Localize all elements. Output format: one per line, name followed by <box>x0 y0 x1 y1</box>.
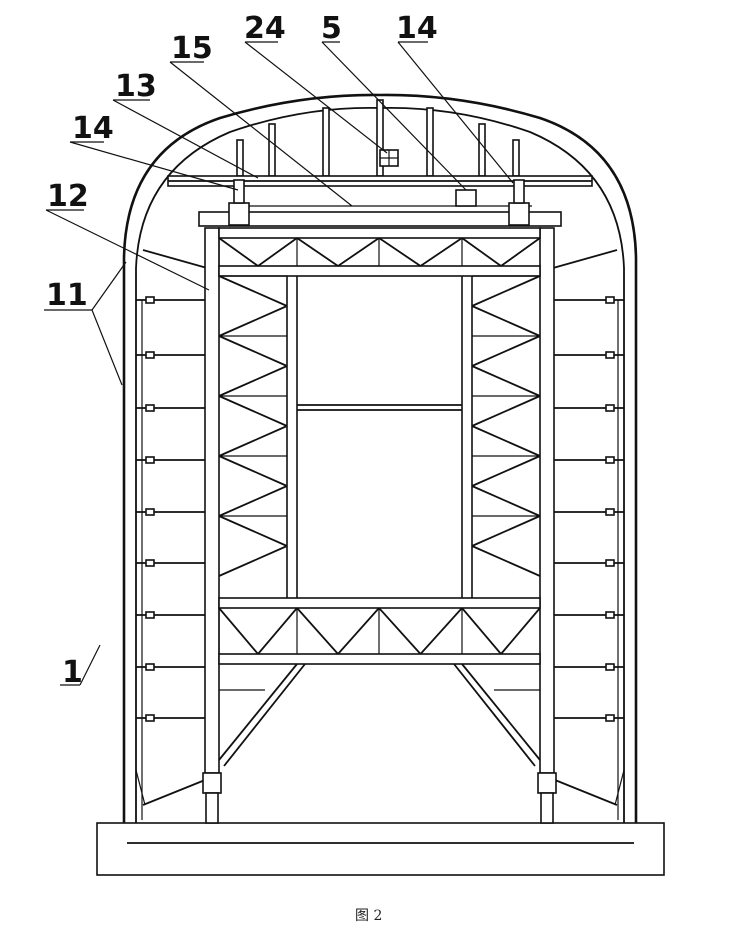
left-rib-node <box>145 508 155 516</box>
top-platform <box>198 205 562 227</box>
top-beam <box>167 175 593 187</box>
lower-truss-diagonal <box>218 607 259 655</box>
truss-bracing <box>218 237 541 767</box>
left-rib-node <box>145 456 155 464</box>
right-rib-node <box>605 559 615 567</box>
left-truss-diagonal <box>218 305 288 337</box>
left-knee-brace <box>223 663 306 767</box>
crown-post <box>512 139 520 177</box>
right-rib-node <box>605 456 615 464</box>
right-truss-diagonal <box>471 335 541 367</box>
left-rib-node <box>145 663 155 671</box>
left-truss-diagonal <box>218 485 288 517</box>
label-5: 5 <box>321 11 342 46</box>
top-truss-diagonal <box>500 237 541 267</box>
left-truss-diagonal <box>218 365 288 397</box>
left-rib-node <box>145 611 155 619</box>
label-15: 15 <box>171 31 213 66</box>
crown-post <box>268 123 276 177</box>
lifting-jack-right <box>508 179 530 226</box>
right-rib-node <box>605 296 615 304</box>
top-truss-diagonal <box>296 237 339 267</box>
lower-truss-diagonal <box>461 607 502 655</box>
top-truss-diagonal <box>378 237 422 267</box>
right-truss-diagonal <box>471 545 541 577</box>
right-truss-diagonal <box>471 395 541 427</box>
left-rib-node <box>145 714 155 722</box>
lower-truss-diagonal <box>337 607 380 655</box>
crown-posts <box>167 99 593 187</box>
left-truss-diagonal <box>218 395 288 427</box>
left-lower-strut <box>142 779 206 806</box>
formwork-shell <box>122 93 638 823</box>
right-truss-diagonal <box>471 485 541 517</box>
right-truss-diagonal <box>471 305 541 337</box>
left-truss-diagonal <box>218 425 288 457</box>
leader-lines <box>44 41 514 686</box>
left-truss-diagonal <box>218 275 288 307</box>
left-knee-brace <box>218 663 298 761</box>
right-truss-diagonal <box>471 425 541 457</box>
gantry-frame <box>202 227 557 824</box>
top-truss-diagonal <box>257 237 298 267</box>
top-truss-diagonal <box>461 237 502 267</box>
right-knee-brace <box>461 663 541 761</box>
top-truss-diagonal <box>419 237 463 267</box>
left-upper-strut <box>142 249 208 269</box>
right-truss-diagonal <box>471 365 541 397</box>
right-lower-strut <box>554 779 618 806</box>
label-13: 13 <box>115 69 157 104</box>
right-truss-diagonal <box>471 455 541 487</box>
right-upper-strut <box>552 249 618 269</box>
label-11: 11 <box>46 278 88 313</box>
left-truss-diagonal <box>218 515 288 547</box>
label-12: 12 <box>47 179 89 214</box>
component-5 <box>455 189 477 207</box>
lower-truss-diagonal <box>257 607 298 655</box>
crown-post <box>236 139 244 177</box>
right-truss-diagonal <box>471 275 541 307</box>
lower-truss-diagonal <box>500 607 541 655</box>
right-rib-node <box>605 714 615 722</box>
lifting-jack-left <box>228 179 250 226</box>
left-corner-brace <box>135 769 146 806</box>
left-rib-node <box>145 296 155 304</box>
right-knee-brace <box>453 663 536 767</box>
right-rib-node <box>605 663 615 671</box>
right-rib-node <box>605 508 615 516</box>
right-corner-brace <box>614 769 625 806</box>
top-truss-diagonal <box>337 237 380 267</box>
crown-post <box>426 107 434 177</box>
top-truss-diagonal <box>218 237 259 267</box>
crown-post <box>478 123 486 177</box>
label-24: 24 <box>244 11 286 46</box>
left-rib-node <box>145 351 155 359</box>
figure-caption: 图 2 <box>355 908 382 924</box>
label-14-right: 14 <box>396 11 438 46</box>
right-rib-node <box>605 611 615 619</box>
label-1: 1 <box>62 655 83 690</box>
base-plate <box>96 822 665 876</box>
right-rib-node <box>605 351 615 359</box>
component-24 <box>379 149 399 167</box>
label-14-left: 14 <box>72 111 114 146</box>
right-side-ribs <box>552 249 625 806</box>
left-truss-diagonal <box>218 455 288 487</box>
crown-post <box>322 107 330 177</box>
right-truss-diagonal <box>471 515 541 547</box>
left-side-ribs <box>135 249 208 806</box>
lower-truss-diagonal <box>419 607 463 655</box>
left-rib-node <box>145 404 155 412</box>
left-truss-diagonal <box>218 335 288 367</box>
lower-truss-diagonal <box>378 607 422 655</box>
right-rib-node <box>605 404 615 412</box>
left-rib-node <box>145 559 155 567</box>
left-truss-diagonal <box>218 545 288 577</box>
lower-truss-diagonal <box>296 607 339 655</box>
